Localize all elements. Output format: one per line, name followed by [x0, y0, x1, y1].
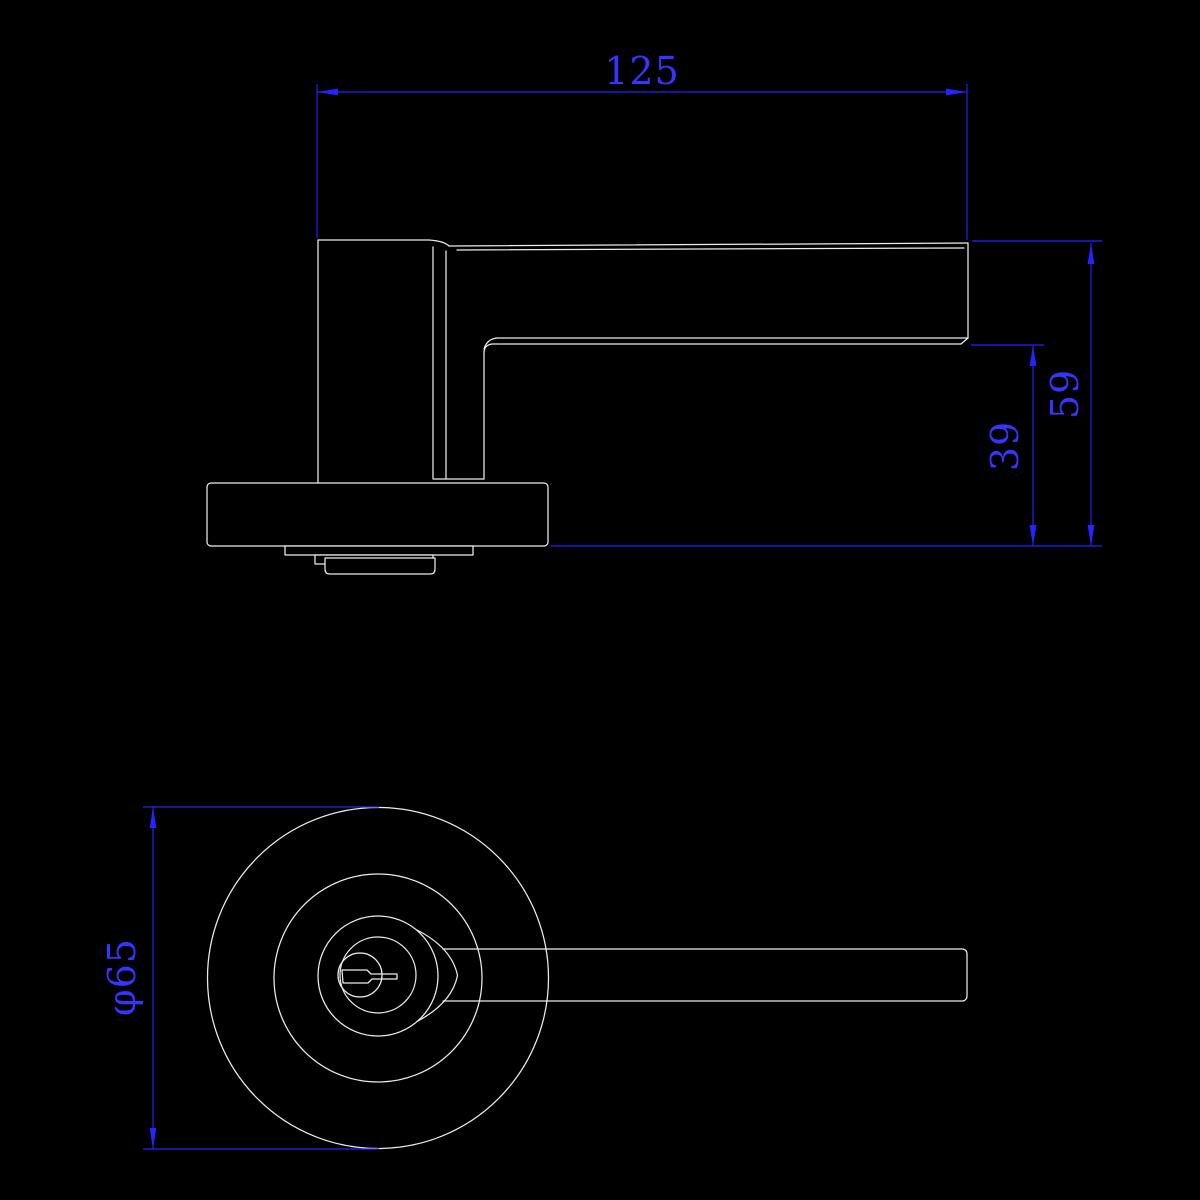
rose-outer-circle	[206, 806, 550, 1150]
dimension-lever-length: 125	[316, 49, 968, 240]
arrowhead-right	[946, 88, 967, 96]
lever-grip-side	[448, 242, 969, 345]
dimension-label-lever-length: 125	[604, 49, 680, 93]
hub-step-1	[284, 545, 474, 556]
dimension-label-rose-diameter: φ65	[100, 938, 144, 1016]
keyhole-circle	[337, 952, 383, 998]
cylinder-face-circle	[339, 936, 417, 1014]
dimension-clear-projection: 39	[971, 344, 1044, 546]
arrowhead-top	[1029, 345, 1037, 366]
keyway-slot	[341, 969, 398, 984]
arrowhead-top	[149, 807, 157, 828]
hub-step-3	[324, 557, 436, 575]
dimension-rose-diameter: φ65	[100, 806, 379, 1150]
dimension-total-projection: 59	[551, 240, 1102, 547]
arrowhead-bottom	[1029, 525, 1037, 546]
side-view	[206, 239, 969, 575]
lever-grip-front	[442, 948, 968, 1002]
hub-collar-circle	[317, 915, 439, 1037]
lever-neck	[317, 239, 498, 484]
arrowhead-bottom	[1087, 525, 1095, 546]
dimension-label-total-projection: 59	[1043, 369, 1087, 419]
arrowhead-bottom	[149, 1128, 157, 1149]
front-view	[206, 806, 968, 1150]
arrowhead-left	[317, 88, 338, 96]
rose-inner-ring	[273, 873, 483, 1083]
dimension-label-clear-projection: 39	[983, 421, 1027, 471]
hub-teardrop-point	[416, 929, 459, 1023]
rose-plate-side	[206, 482, 549, 547]
arrowhead-top	[1087, 243, 1095, 264]
